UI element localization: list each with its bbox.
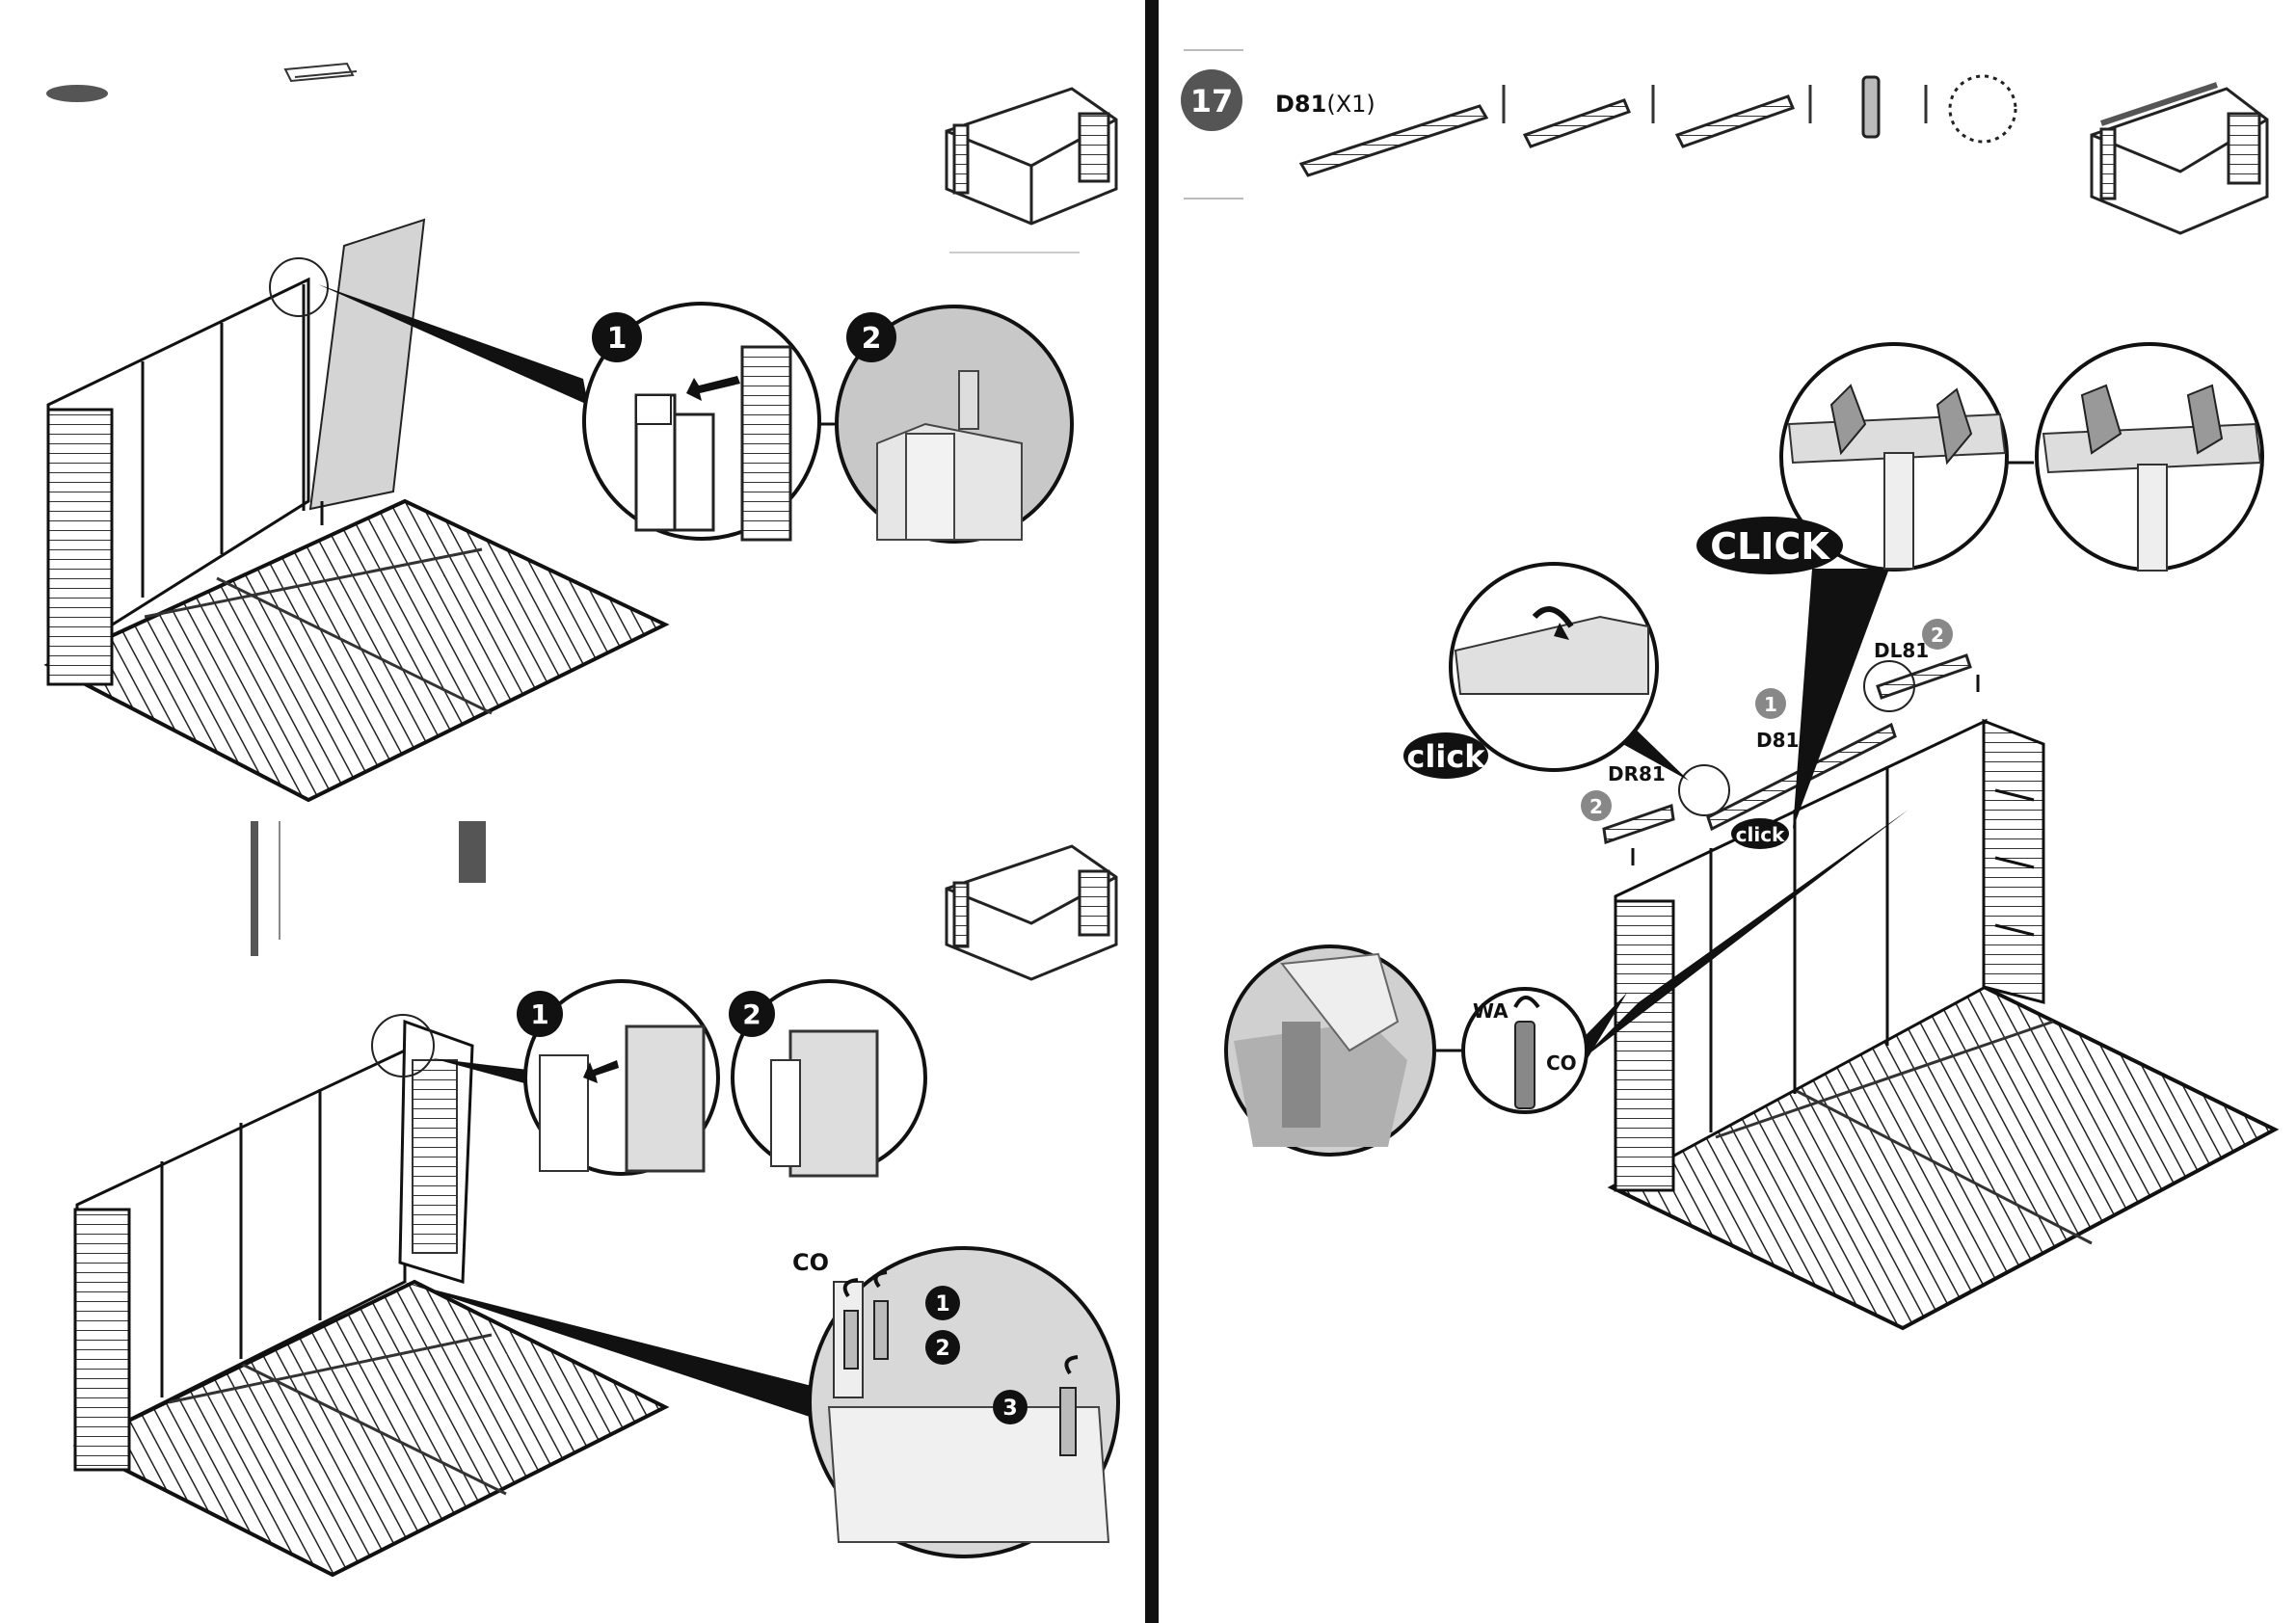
shed-main-assembly bbox=[1612, 721, 2275, 1328]
svg-text:1: 1 bbox=[1764, 693, 1777, 716]
svg-text:1: 1 bbox=[607, 322, 627, 356]
click-bubble-tiny: click bbox=[1731, 818, 1789, 849]
vertical-bar-mark bbox=[251, 821, 258, 956]
svg-text:2: 2 bbox=[862, 322, 882, 356]
label-wa: WA bbox=[1473, 999, 1508, 1023]
click-bubble-small: click bbox=[1403, 732, 1488, 779]
label-d81: D81 bbox=[1756, 729, 1799, 752]
svg-text:2: 2 bbox=[1931, 624, 1944, 647]
shed-thumbnail-right bbox=[2092, 85, 2267, 233]
left-page: 1 2 bbox=[46, 64, 1118, 1575]
page-divider bbox=[1145, 0, 1159, 1623]
screw-detail-label-co: CO bbox=[792, 1249, 829, 1276]
svg-text:2: 2 bbox=[935, 1337, 949, 1361]
detail-circle-hands-2 bbox=[2037, 344, 2262, 571]
small-block-mark bbox=[459, 821, 486, 883]
detail-circle-install-photo bbox=[1226, 946, 1434, 1155]
svg-text:CLICK: CLICK bbox=[1710, 525, 1830, 568]
svg-text:click: click bbox=[1736, 823, 1785, 846]
screw-detail-circle bbox=[810, 1248, 1118, 1556]
svg-text:1: 1 bbox=[935, 1292, 949, 1317]
label-dl81: DL81 bbox=[1874, 639, 1929, 662]
svg-text:3: 3 bbox=[1002, 1397, 1017, 1421]
svg-text:click: click bbox=[1406, 738, 1485, 775]
header-oval-mark bbox=[46, 85, 108, 102]
part-label: D81(X1) bbox=[1275, 91, 1375, 118]
right-page: 17 D81(X1) bbox=[1181, 50, 2275, 1328]
svg-text:17: 17 bbox=[1190, 83, 1234, 120]
label-co: CO bbox=[1546, 1051, 1577, 1075]
svg-text:2: 2 bbox=[1589, 795, 1603, 818]
floor-assembly-top bbox=[48, 220, 665, 800]
click-bubble-big: CLICK bbox=[1696, 517, 1843, 574]
shed-thumbnail-top bbox=[947, 89, 1116, 224]
label-dr81: DR81 bbox=[1608, 762, 1666, 785]
small-panel-icon bbox=[285, 64, 357, 81]
shed-thumbnail-bottom bbox=[947, 846, 1116, 979]
svg-text:2: 2 bbox=[742, 998, 761, 1030]
svg-text:1: 1 bbox=[530, 998, 548, 1030]
parts-strip bbox=[1301, 76, 2016, 175]
